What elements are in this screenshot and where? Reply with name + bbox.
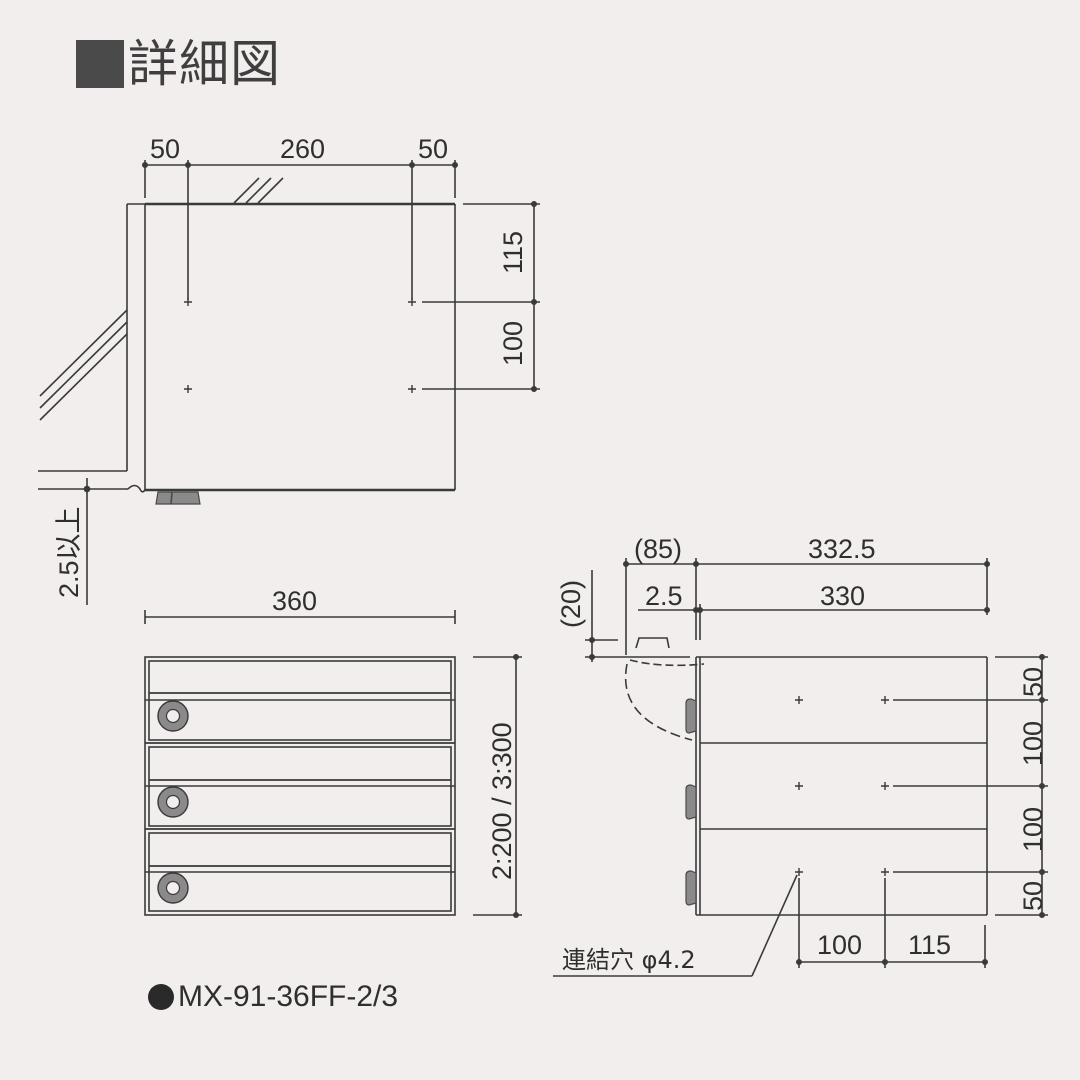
- dim-width-360: 360: [272, 586, 318, 616]
- lock-icons: [157, 700, 189, 904]
- bullet-icon: [148, 984, 174, 1010]
- dim-332-5: 332.5: [808, 534, 876, 564]
- dim-bottom-100: 100: [817, 930, 863, 960]
- connection-hole-icons: [795, 696, 889, 876]
- dim-2-5: 2.5: [645, 581, 683, 611]
- dim-bottom-115: 115: [908, 930, 952, 960]
- dim-clearance: 2.5以上: [54, 506, 84, 598]
- page-title: 詳細図: [76, 36, 281, 92]
- dim-side-right-100-b: 100: [1018, 806, 1048, 852]
- top-view: [38, 160, 540, 605]
- dim-right-115: 115: [498, 230, 528, 274]
- filled-square-icon: [76, 40, 124, 88]
- model-name: MX-91-36FF-2/3: [178, 980, 399, 1013]
- mounting-hole-icons: [184, 298, 416, 393]
- side-view: [553, 558, 1048, 977]
- dim-85: (85): [634, 534, 683, 564]
- title-text: 詳細図: [128, 35, 281, 93]
- dim-top-center: 260: [280, 134, 326, 164]
- handle-icons: [685, 698, 697, 906]
- dim-top-right: 50: [418, 134, 449, 164]
- foot-icon: [155, 491, 201, 505]
- dim-side-right-50-bottom: 50: [1018, 880, 1048, 911]
- dim-330: 330: [820, 581, 866, 611]
- dim-side-right-100-a: 100: [1018, 720, 1048, 766]
- model-label: MX-91-36FF-2/3: [148, 980, 398, 1014]
- dim-side-right-50-top: 50: [1018, 666, 1048, 697]
- front-view: [144, 610, 522, 918]
- dim-top-left: 50: [150, 134, 181, 164]
- dim-20: (20): [556, 579, 586, 628]
- dim-right-100: 100: [498, 320, 528, 366]
- connection-hole-callout: 連結穴 φ4.2: [562, 946, 696, 974]
- dim-height-units: 2:200 / 3:300: [487, 722, 517, 880]
